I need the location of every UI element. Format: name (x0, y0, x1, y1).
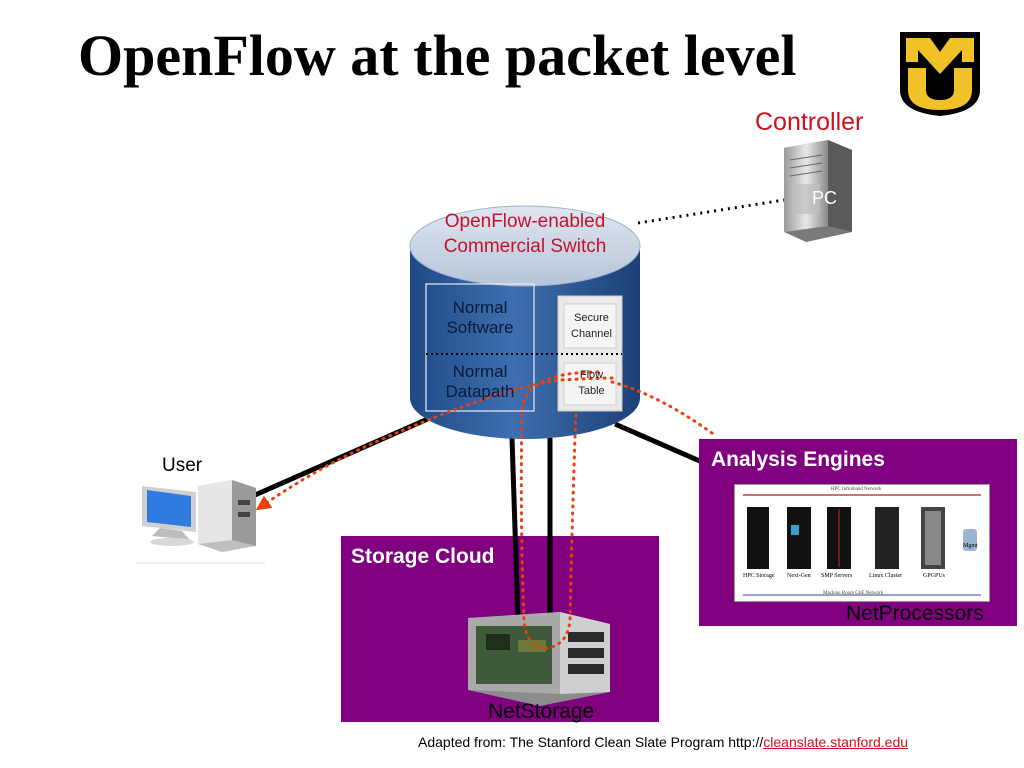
flow-table-line2: Table (578, 385, 605, 397)
rack-label: HPC Storage (743, 573, 775, 579)
rack-label: SMP Servers (821, 573, 853, 579)
controller-label: Controller (755, 108, 864, 136)
slide-title: OpenFlow at the packet level (78, 23, 797, 88)
user-label: User (162, 455, 203, 476)
user-computer-icon (136, 480, 265, 564)
secure-channel-line2: Channel (571, 328, 612, 340)
normal-datapath-box: Normal Datapath (426, 362, 534, 402)
flow-table-line1: Flow (579, 369, 604, 381)
link-to-user (253, 415, 432, 498)
secure-channel-box: Secure Channel (563, 310, 620, 342)
netprocessors-label: NetProcessors (846, 602, 984, 625)
flow-table-box: Flow Table (563, 367, 620, 399)
normal-datapath-line1: Normal (452, 362, 508, 381)
controller-server-icon (784, 140, 852, 242)
netstorage-server-icon (468, 612, 610, 706)
openflow-switch-icon (409, 205, 641, 439)
switch-label: OpenFlow-enabled Commercial Switch (410, 209, 640, 259)
packet-path-storage (519, 370, 600, 650)
link-to-storage-1 (509, 437, 521, 621)
rack-label: Next-Gen (787, 573, 811, 579)
rack-label: GPGPUs (923, 573, 946, 579)
normal-datapath-line2: Datapath (445, 382, 515, 401)
packet-path-analysis (610, 380, 718, 438)
switch-label-line1: OpenFlow-enabled (444, 211, 606, 232)
university-logo (900, 32, 980, 116)
bottom-network-label: Machine Room GbE Network (823, 591, 884, 596)
source-credit: Adapted from: The Stanford Clean Slate P… (418, 734, 908, 750)
controller-link (637, 198, 785, 225)
netstorage-label: NetStorage (488, 700, 595, 723)
credit-link[interactable]: cleanslate.stanford.edu (763, 734, 909, 750)
switch-label-line2: Commercial Switch (443, 236, 607, 257)
hpc-racks-illustration (743, 494, 981, 596)
top-network-label: HPC Infiniband Network (831, 487, 882, 492)
normal-software-line2: Software (446, 318, 514, 337)
storage-cloud-title: Storage Cloud (351, 545, 495, 568)
rack-label: Mgmt (963, 543, 978, 549)
link-to-analysis (613, 421, 704, 465)
secure-channel-line1: Secure (574, 312, 609, 324)
credit-prefix: Adapted from: The Stanford Clean Slate P… (418, 734, 764, 750)
normal-software-line1: Normal (452, 298, 508, 317)
pc-label: PC (812, 188, 838, 208)
rack-label: Linux Cluster (869, 573, 903, 579)
analysis-engines-title: Analysis Engines (711, 448, 885, 471)
normal-software-box: Normal Software (426, 298, 534, 338)
hpc-cluster-image: HPC Infiniband Network Machine Room GbE … (734, 484, 990, 602)
